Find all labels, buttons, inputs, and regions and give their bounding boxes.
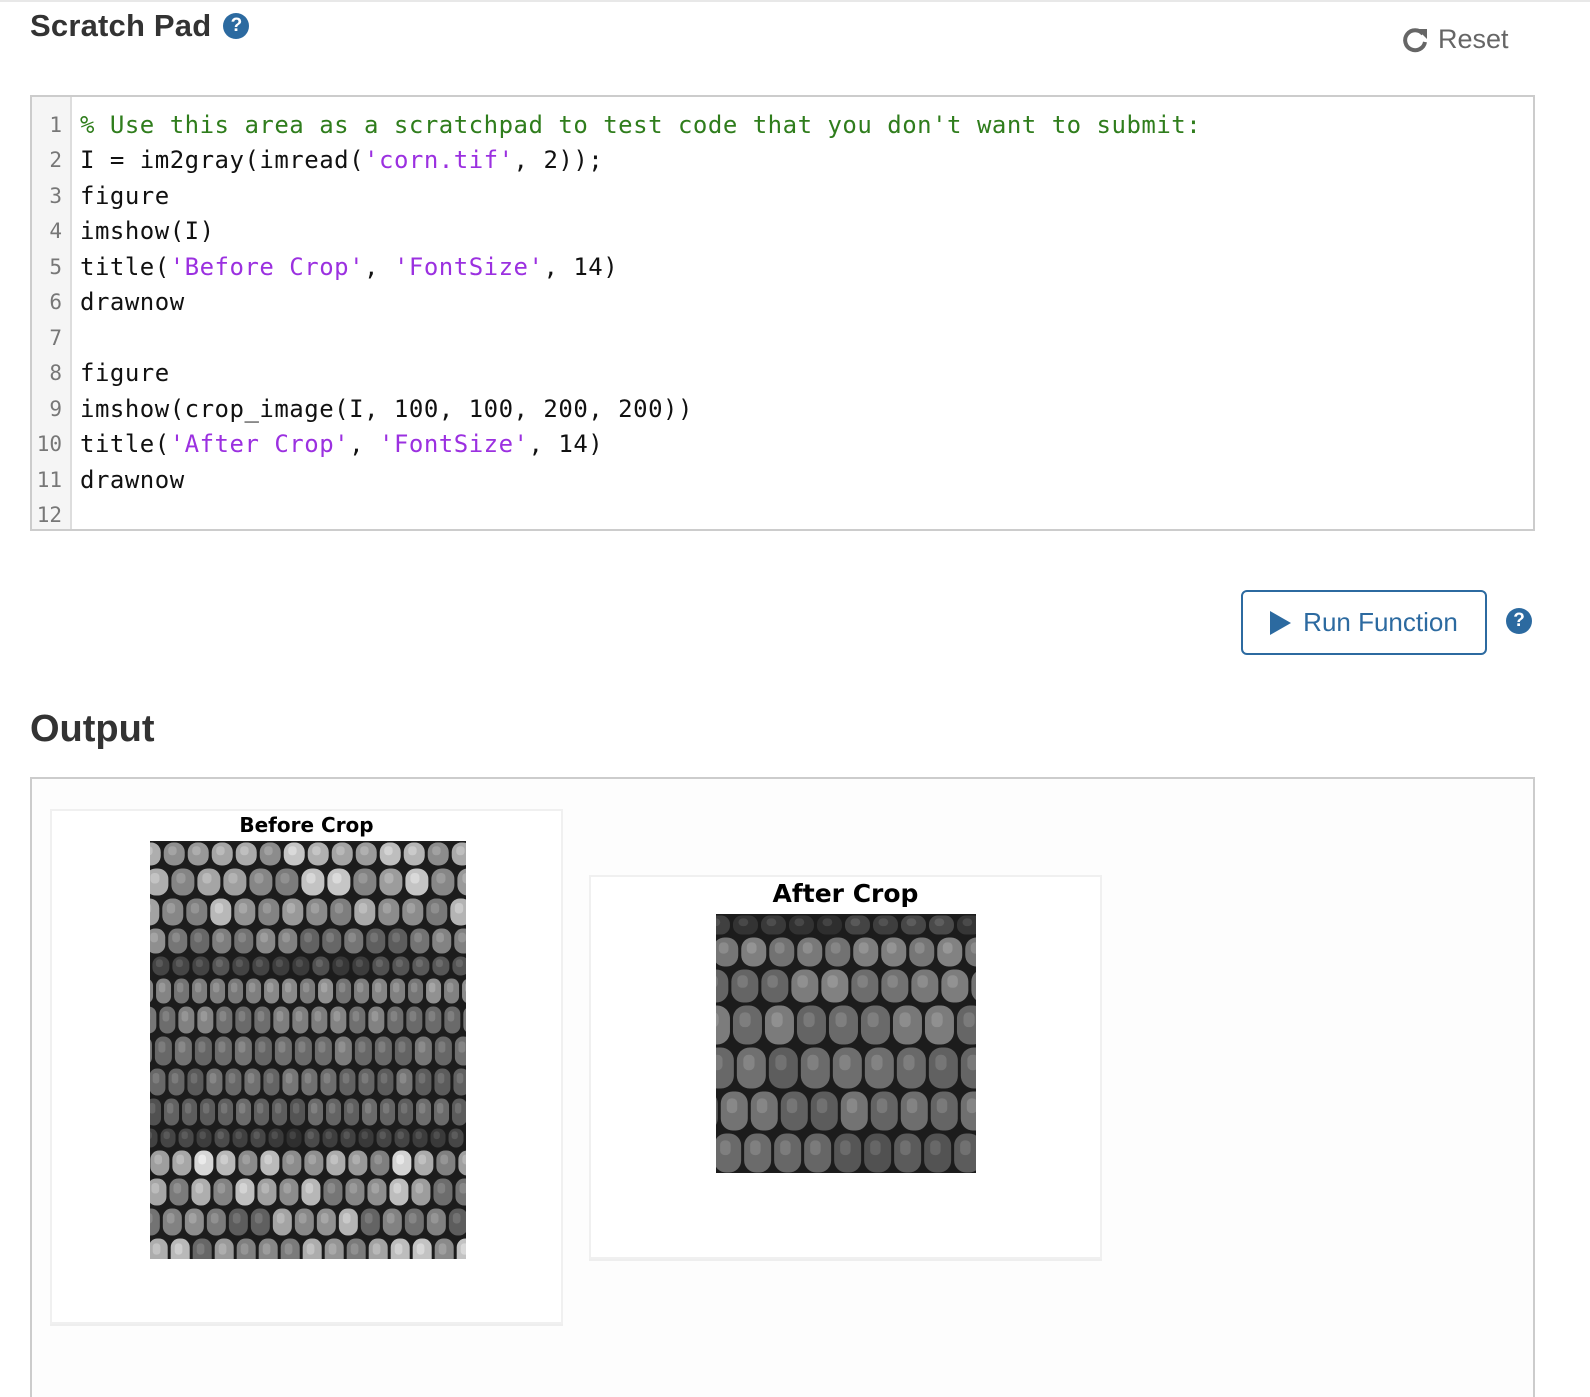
code-token: , 14): [529, 430, 604, 458]
code-token: figure: [80, 359, 170, 387]
code-token: title(: [80, 253, 170, 281]
code-string: 'FontSize': [379, 430, 529, 458]
code-line[interactable]: 1 % Use this area as a scratchpad to test…: [32, 107, 1201, 143]
code-line[interactable]: 12: [32, 498, 80, 534]
code-token: I = im2gray(imread(: [80, 146, 364, 174]
code-text: I = im2gray(imread('corn.tif', 2));: [70, 146, 603, 174]
code-token: imshow(crop_image(I, 100, 100, 200, 200)…: [80, 395, 693, 423]
code-line[interactable]: 7: [32, 320, 80, 356]
code-text: title('Before Crop', 'FontSize', 14): [70, 253, 618, 281]
line-number: 12: [32, 503, 70, 527]
corn-image-after: [716, 914, 976, 1173]
code-text: figure: [70, 182, 170, 210]
run-function-button[interactable]: Run Function: [1241, 590, 1487, 655]
reset-icon: [1400, 25, 1430, 55]
scratchpad-help-icon[interactable]: ?: [223, 13, 249, 39]
code-string: 'corn.tif': [364, 146, 514, 174]
code-text: title('After Crop', 'FontSize', 14): [70, 430, 603, 458]
code-token: ,: [364, 253, 394, 281]
code-comment: % Use this area as a scratchpad to test …: [80, 111, 1201, 139]
figure-title: Before Crop: [52, 813, 561, 837]
scratchpad-title: Scratch Pad: [30, 8, 211, 44]
code-string: 'FontSize': [394, 253, 544, 281]
code-token: drawnow: [80, 466, 185, 494]
figure-after-crop: After Crop: [589, 875, 1102, 1259]
code-text: drawnow: [70, 466, 185, 494]
figure-title: After Crop: [591, 879, 1100, 908]
run-function-label: Run Function: [1303, 607, 1458, 638]
corn-image-before: [150, 841, 466, 1259]
line-number: 8: [32, 361, 70, 385]
line-number: 10: [32, 432, 70, 456]
code-text: imshow(crop_image(I, 100, 100, 200, 200)…: [70, 395, 693, 423]
output-title: Output: [30, 708, 155, 751]
code-line[interactable]: 4 imshow(I): [32, 214, 215, 250]
line-number: 2: [32, 148, 70, 172]
code-line[interactable]: 8 figure: [32, 356, 170, 392]
code-token: imshow(I): [80, 217, 215, 245]
scratchpad-header: Scratch Pad ?: [30, 8, 249, 44]
code-token: figure: [80, 182, 170, 210]
line-number: 1: [32, 113, 70, 137]
code-line[interactable]: 11 drawnow: [32, 462, 185, 498]
line-number: 7: [32, 326, 70, 350]
line-number: 9: [32, 397, 70, 421]
play-icon: [1270, 611, 1291, 635]
code-text: figure: [70, 359, 170, 387]
reset-label: Reset: [1438, 24, 1509, 55]
code-token: , 14): [543, 253, 618, 281]
code-text: drawnow: [70, 288, 185, 316]
code-line[interactable]: 9 imshow(crop_image(I, 100, 100, 200, 200…: [32, 391, 693, 427]
code-token: , 2));: [514, 146, 604, 174]
line-number: 4: [32, 219, 70, 243]
line-number: 5: [32, 255, 70, 279]
code-token: title(: [80, 430, 170, 458]
run-help-icon[interactable]: ?: [1506, 608, 1532, 634]
code-line[interactable]: 6 drawnow: [32, 285, 185, 321]
code-token: ,: [349, 430, 379, 458]
code-text: imshow(I): [70, 217, 215, 245]
output-panel: Before Crop After Crop: [30, 777, 1535, 1397]
figure-before-crop: Before Crop: [50, 809, 563, 1324]
code-string: 'Before Crop': [170, 253, 364, 281]
line-number: 11: [32, 468, 70, 492]
line-number: 6: [32, 290, 70, 314]
code-line[interactable]: 3 figure: [32, 178, 170, 214]
reset-button[interactable]: Reset: [1400, 24, 1509, 55]
code-text: % Use this area as a scratchpad to test …: [70, 111, 1201, 139]
top-divider: [0, 0, 1590, 2]
code-string: 'After Crop': [170, 430, 349, 458]
code-token: drawnow: [80, 288, 185, 316]
line-number: 3: [32, 184, 70, 208]
code-editor[interactable]: 1 % Use this area as a scratchpad to test…: [30, 95, 1535, 531]
